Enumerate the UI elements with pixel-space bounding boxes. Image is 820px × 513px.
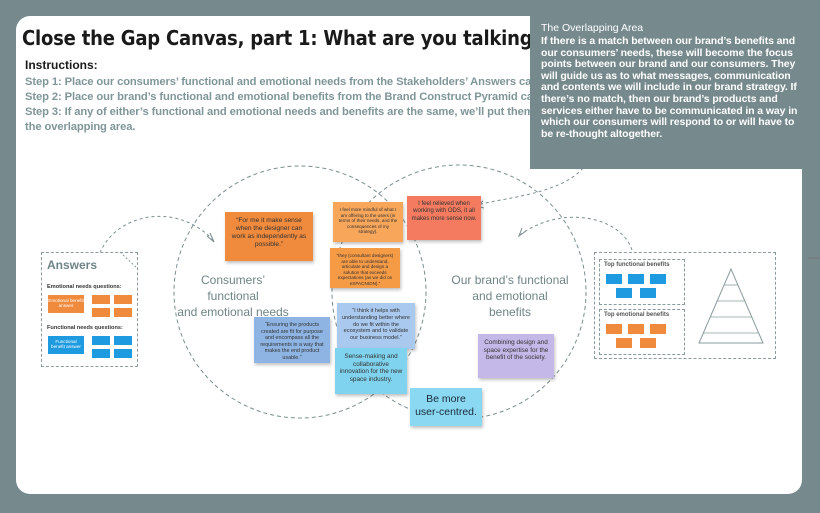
emotional-mini-card (114, 308, 132, 317)
answers-canvas-thumbnail: Answers Emotional needs questions: Emoti… (41, 252, 138, 367)
sticky-note[interactable]: “For me it make sense when the designer … (225, 212, 313, 261)
sticky-note[interactable]: I feel more mindful of what I am offerin… (333, 202, 403, 242)
consumers-circle (173, 165, 427, 419)
sticky-note[interactable]: Combining design and space expertise for… (478, 334, 554, 378)
emotional-mini-card (606, 324, 622, 334)
functional-mini-card (616, 288, 632, 298)
brand-label-line-1: Our brand’s functional (451, 273, 569, 287)
emotional-mini-card (114, 295, 132, 304)
emotional-mini-card (628, 324, 644, 334)
consumers-label-line-1: Consumers’ functional (200, 273, 266, 303)
functional-mini-card (114, 349, 132, 358)
instruction-step-3: Step 3: If any of either’s functional an… (25, 106, 547, 118)
functional-needs-label: Functional needs questions: (47, 325, 123, 331)
emotional-needs-label: Emotional needs questions: (47, 284, 122, 290)
brand-pyramid-thumbnail: Top functional benefits Top emotional be… (594, 252, 776, 359)
sticky-note[interactable]: “Ensuring the products created are fit f… (254, 317, 330, 363)
top-functional-benefits-label: Top functional benefits (604, 262, 670, 268)
emotional-mini-card (640, 338, 656, 348)
emotional-mini-card (92, 308, 110, 317)
emotional-mini-card (650, 324, 666, 334)
overlapping-area-info-box: The Overlapping Area If there is a match… (530, 16, 802, 169)
instruction-step-1: Step 1: Place our consumers’ functional … (25, 76, 557, 88)
consumers-label-line-2: and emotional needs (177, 305, 289, 319)
overlapping-area-body: If there is a match between our brand’s … (541, 35, 798, 140)
overlapping-area-heading: The Overlapping Area (541, 22, 644, 34)
functional-mini-card (628, 274, 644, 284)
functional-mini-card (640, 288, 656, 298)
instruction-step-3-continued: the overlapping area. (25, 121, 136, 133)
functional-mini-card (92, 336, 110, 345)
sticky-note[interactable]: Sense-making and collaborative innovatio… (335, 348, 407, 394)
top-emotional-benefits-label: Top emotional benefits (604, 312, 670, 318)
instructions-heading: Instructions: (25, 58, 98, 72)
consumers-circle-label: Consumers’ functional and emotional need… (174, 272, 292, 320)
functional-mini-card (650, 274, 666, 284)
arrow-from-answers (99, 215, 214, 254)
functional-mini-card (92, 349, 110, 358)
emotional-mini-card (616, 338, 632, 348)
arrow-from-pyramid (519, 216, 633, 251)
answers-title: Answers (47, 258, 98, 272)
top-functional-benefits-box: Top functional benefits (599, 259, 685, 305)
instruction-step-2: Step 2: Place our brand’s functional and… (25, 91, 559, 103)
arrow-from-info-box (477, 167, 584, 206)
top-emotional-benefits-box: Top emotional benefits (599, 309, 685, 355)
sticky-note[interactable]: Be more user-centred. (410, 388, 482, 426)
functional-mini-card (114, 336, 132, 345)
pyramid-icon (698, 267, 764, 344)
brand-circle-label: Our brand’s functional and emotional ben… (451, 272, 569, 320)
brand-label-line-2: and emotional benefits (472, 289, 548, 319)
page-title: Close the Gap Canvas, part 1: What are y… (22, 26, 607, 50)
sticky-note[interactable]: I feel relieved when working with ODS, i… (407, 196, 481, 240)
sticky-note[interactable]: “I think it helps with understanding bet… (337, 303, 415, 349)
emotional-mini-card (92, 295, 110, 304)
sticky-note[interactable]: “they (consultant designers) are able to… (330, 248, 400, 288)
functional-mini-card (606, 274, 622, 284)
functional-benefit-box: Functional benefit answer (48, 336, 84, 354)
emotional-benefit-box: Emotional benefit answer (48, 295, 84, 313)
